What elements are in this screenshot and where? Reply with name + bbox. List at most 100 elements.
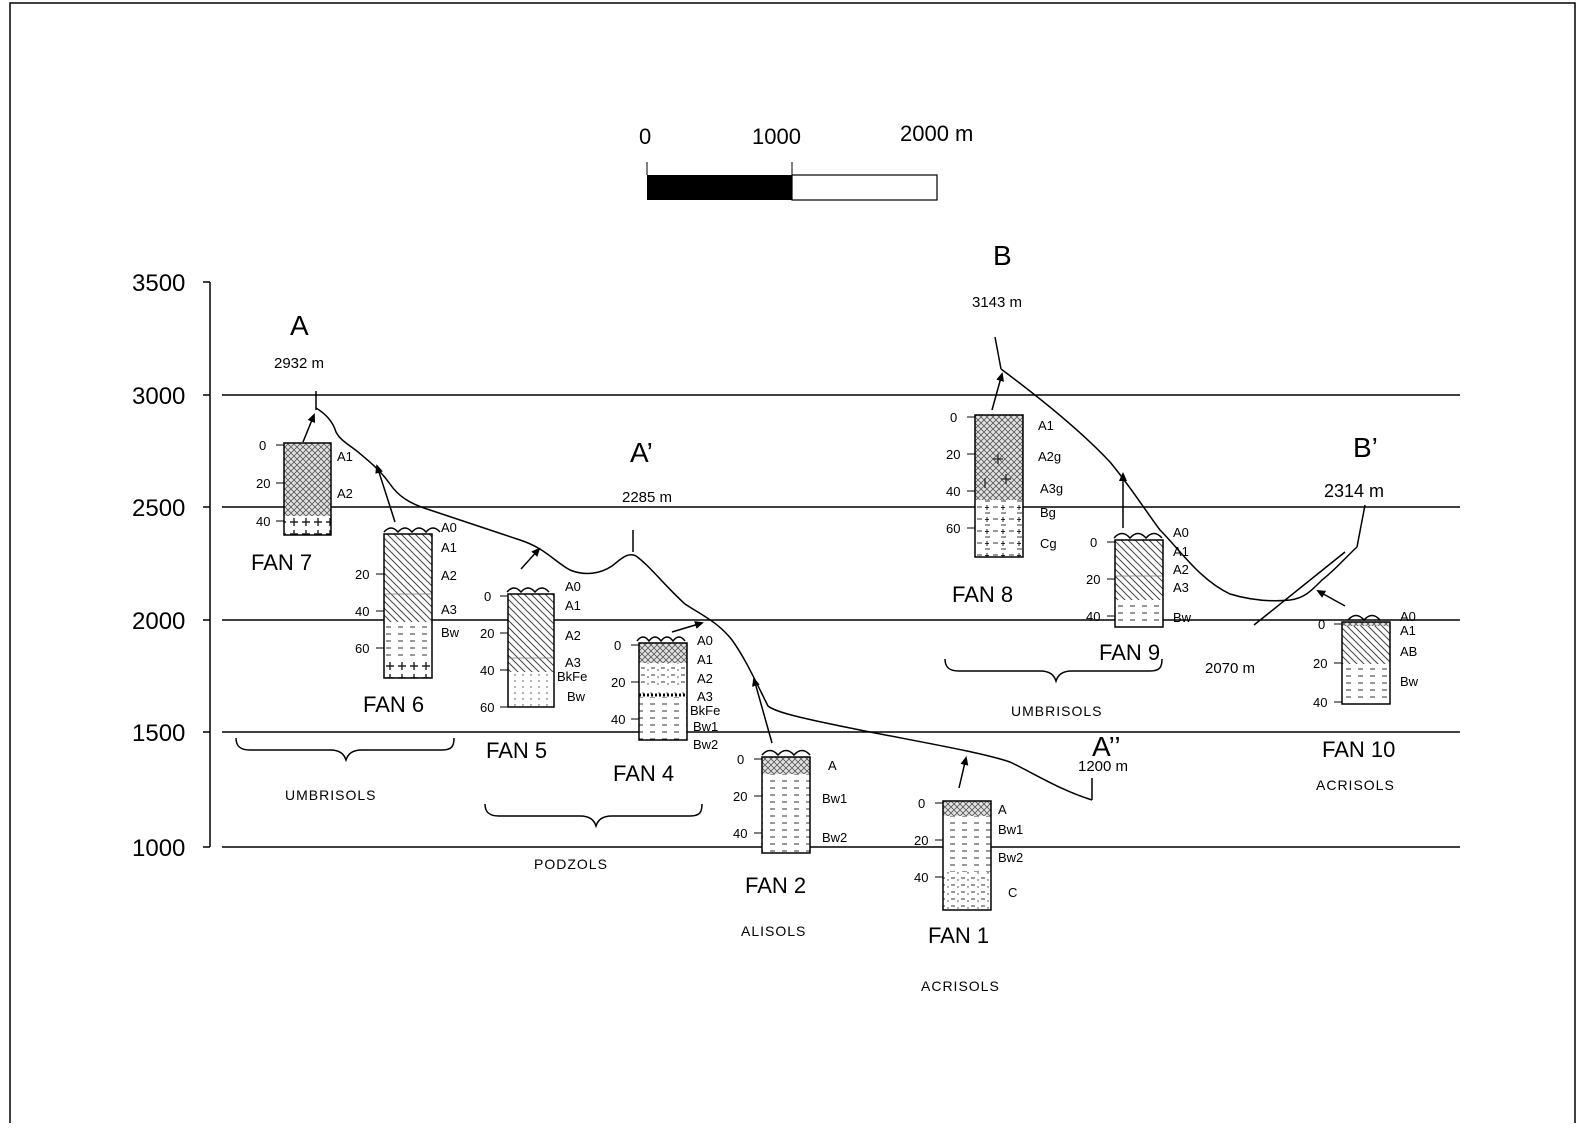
fan10-depth-0: 0 <box>1318 617 1325 632</box>
soil-group-alisols: ALISOLS <box>741 923 806 939</box>
profile-fan-2[interactable]: 0 20 40 A Bw1 Bw2 FAN 2 <box>733 749 847 899</box>
fan9-horizon-a1: A1 <box>1173 544 1189 559</box>
point-a-prime-elev: 2285 m <box>622 489 672 506</box>
fan2-depth-0: 0 <box>737 752 744 767</box>
fan2-horizon-a: A <box>828 758 837 773</box>
terrain-profile-b <box>1000 368 1358 602</box>
soil-group-acrisols-fan10: ACRISOLS <box>1316 777 1395 793</box>
fan5-depth-0: 0 <box>484 589 491 604</box>
valley-leader-line <box>1253 551 1346 626</box>
fan4-depth-0: 0 <box>614 638 621 653</box>
profile-fan-9[interactable]: 0 20 40 A0 A1 A2 A3 Bw FAN 9 <box>1086 525 1192 665</box>
point-b-prime-label: B’ <box>1353 432 1378 463</box>
fan4-horizon-bw1: Bw1 <box>693 719 718 734</box>
point-a-prime-label: A’ <box>630 437 653 468</box>
scale-bar-black-segment <box>647 175 792 200</box>
fan9-depth-40: 40 <box>1086 609 1100 624</box>
profile-fan-7[interactable]: 0 20 40 A1 A2 FAN 7 <box>251 438 353 575</box>
fan4-label: FAN 4 <box>613 761 674 786</box>
fan1-horizon-bw1: Bw1 <box>998 822 1023 837</box>
fan4-depth-40: 40 <box>611 712 625 727</box>
fan7-label: FAN 7 <box>251 550 312 575</box>
elevation-axis: 3500 3000 2500 2000 1500 1000 <box>132 270 211 862</box>
fan2-horizon-bw2: Bw2 <box>822 830 847 845</box>
brace-umbrisols-right <box>944 658 1163 684</box>
profile-fan-5[interactable]: 0 20 40 60 A0 A1 A2 A3 BkFe Bw FAN 5 <box>480 579 587 763</box>
fan6-horizon-a3: A3 <box>441 602 457 617</box>
y-tick-3500: 3500 <box>132 270 185 297</box>
fan7-depth-20: 20 <box>256 476 270 491</box>
fan9-horizon-bw: Bw <box>1173 610 1192 625</box>
fan1-depth-0: 0 <box>918 796 925 811</box>
fan2-horizon-bw1: Bw1 <box>822 791 847 806</box>
fan4-horizon-a0: A0 <box>697 633 713 648</box>
point-a-label: A <box>290 310 309 341</box>
fan6-horizon-a2: A2 <box>441 568 457 583</box>
fan10-horizon-a0: A0 <box>1400 609 1416 624</box>
point-b-marker <box>994 336 1002 370</box>
fan8-horizon-cg: Cg <box>1040 536 1057 551</box>
fan8-horizon-a1: A1 <box>1038 418 1054 433</box>
point-a-elev: 2932 m <box>274 355 324 372</box>
fan5-horizon-a1: A1 <box>565 598 581 613</box>
brace-umbrisols-left <box>235 737 455 763</box>
fan10-horizon-bw: Bw <box>1400 674 1419 689</box>
profile-fan-6[interactable]: 20 40 60 A0 A1 A2 A3 Bw FAN 6 <box>355 520 460 717</box>
fan1-horizon-bw2: Bw2 <box>998 850 1023 865</box>
soil-group-umbrisols-left: UMBRISOLS <box>285 787 376 803</box>
point-b-prime-marker <box>1356 504 1366 548</box>
fan1-horizon-c: C <box>1008 885 1017 900</box>
fan6-label: FAN 6 <box>363 692 424 717</box>
fan5-horizon-bkfe: BkFe <box>557 669 587 684</box>
fan10-depth-20: 20 <box>1313 656 1327 671</box>
fan6-depth-20: 20 <box>355 567 369 582</box>
profile-fan-1[interactable]: 0 20 40 A Bw1 Bw2 C FAN 1 <box>914 796 1023 948</box>
fan9-label: FAN 9 <box>1099 640 1160 665</box>
fan4-horizon-a3: A3 <box>697 689 713 704</box>
elevation-gridlines <box>222 394 1460 848</box>
point-b-prime-elev: 2314 m <box>1324 481 1384 501</box>
fan7-horizon-a1: A1 <box>337 449 353 464</box>
fan5-horizon-a0: A0 <box>565 579 581 594</box>
frame-border <box>9 2 1576 1128</box>
scale-label-0: 0 <box>639 124 651 149</box>
fan8-depth-0: 0 <box>950 410 957 425</box>
fan8-depth-40: 40 <box>946 484 960 499</box>
scale-label-1000: 1000 <box>752 124 801 149</box>
fan4-horizon-a2: A2 <box>697 671 713 686</box>
y-tick-3000: 3000 <box>132 383 185 410</box>
soil-group-acrisols-fan1: ACRISOLS <box>921 978 1000 994</box>
valley-elev: 2070 m <box>1205 660 1255 677</box>
fan10-depth-40: 40 <box>1313 695 1327 710</box>
scale-bar: 0 1000 2000 m <box>639 121 973 201</box>
point-b-elev: 3143 m <box>972 294 1022 311</box>
fan9-depth-20: 20 <box>1086 572 1100 587</box>
fan6-horizon-a1: A1 <box>441 540 457 555</box>
fan9-horizon-a0: A0 <box>1173 525 1189 540</box>
profile-fan-10[interactable]: 0 20 40 A0 A1 AB Bw FAN 10 <box>1313 609 1419 762</box>
fan7-depth-40: 40 <box>256 514 270 529</box>
fan8-horizon-a3g: A3g <box>1040 481 1063 496</box>
fan8-depth-60: 60 <box>946 521 960 536</box>
fan9-horizon-a3: A3 <box>1173 580 1189 595</box>
fan5-horizon-a3: A3 <box>565 655 581 670</box>
location-arrows <box>302 372 1346 789</box>
fan5-depth-20: 20 <box>480 626 494 641</box>
fan6-horizon-bw: Bw <box>441 625 460 640</box>
fan9-depth-0: 0 <box>1090 535 1097 550</box>
soil-group-podzols: PODZOLS <box>534 856 608 872</box>
fan4-horizon-a1: A1 <box>697 652 713 667</box>
fan5-depth-40: 40 <box>480 663 494 678</box>
point-a-dprime-elev: 1200 m <box>1078 758 1128 775</box>
fan8-horizon-bg: Bg <box>1040 505 1056 520</box>
scale-label-2000: 2000 m <box>900 121 973 146</box>
fan1-depth-20: 20 <box>914 833 928 848</box>
profile-fan-4[interactable]: 0 20 40 A0 A1 A2 A3 BkFe Bw1 Bw2 FAN 4 <box>611 633 720 786</box>
fan8-label: FAN 8 <box>952 582 1013 607</box>
y-tick-1000: 1000 <box>132 835 185 862</box>
scale-bar-white-segment <box>791 174 938 201</box>
profile-fan-8[interactable]: 0 20 40 60 A1 A2g A3g Bg Cg FAN 8 <box>946 410 1063 607</box>
y-tick-2500: 2500 <box>132 495 185 522</box>
point-b-label: B <box>993 240 1012 271</box>
fan10-horizon-ab: AB <box>1400 644 1417 659</box>
